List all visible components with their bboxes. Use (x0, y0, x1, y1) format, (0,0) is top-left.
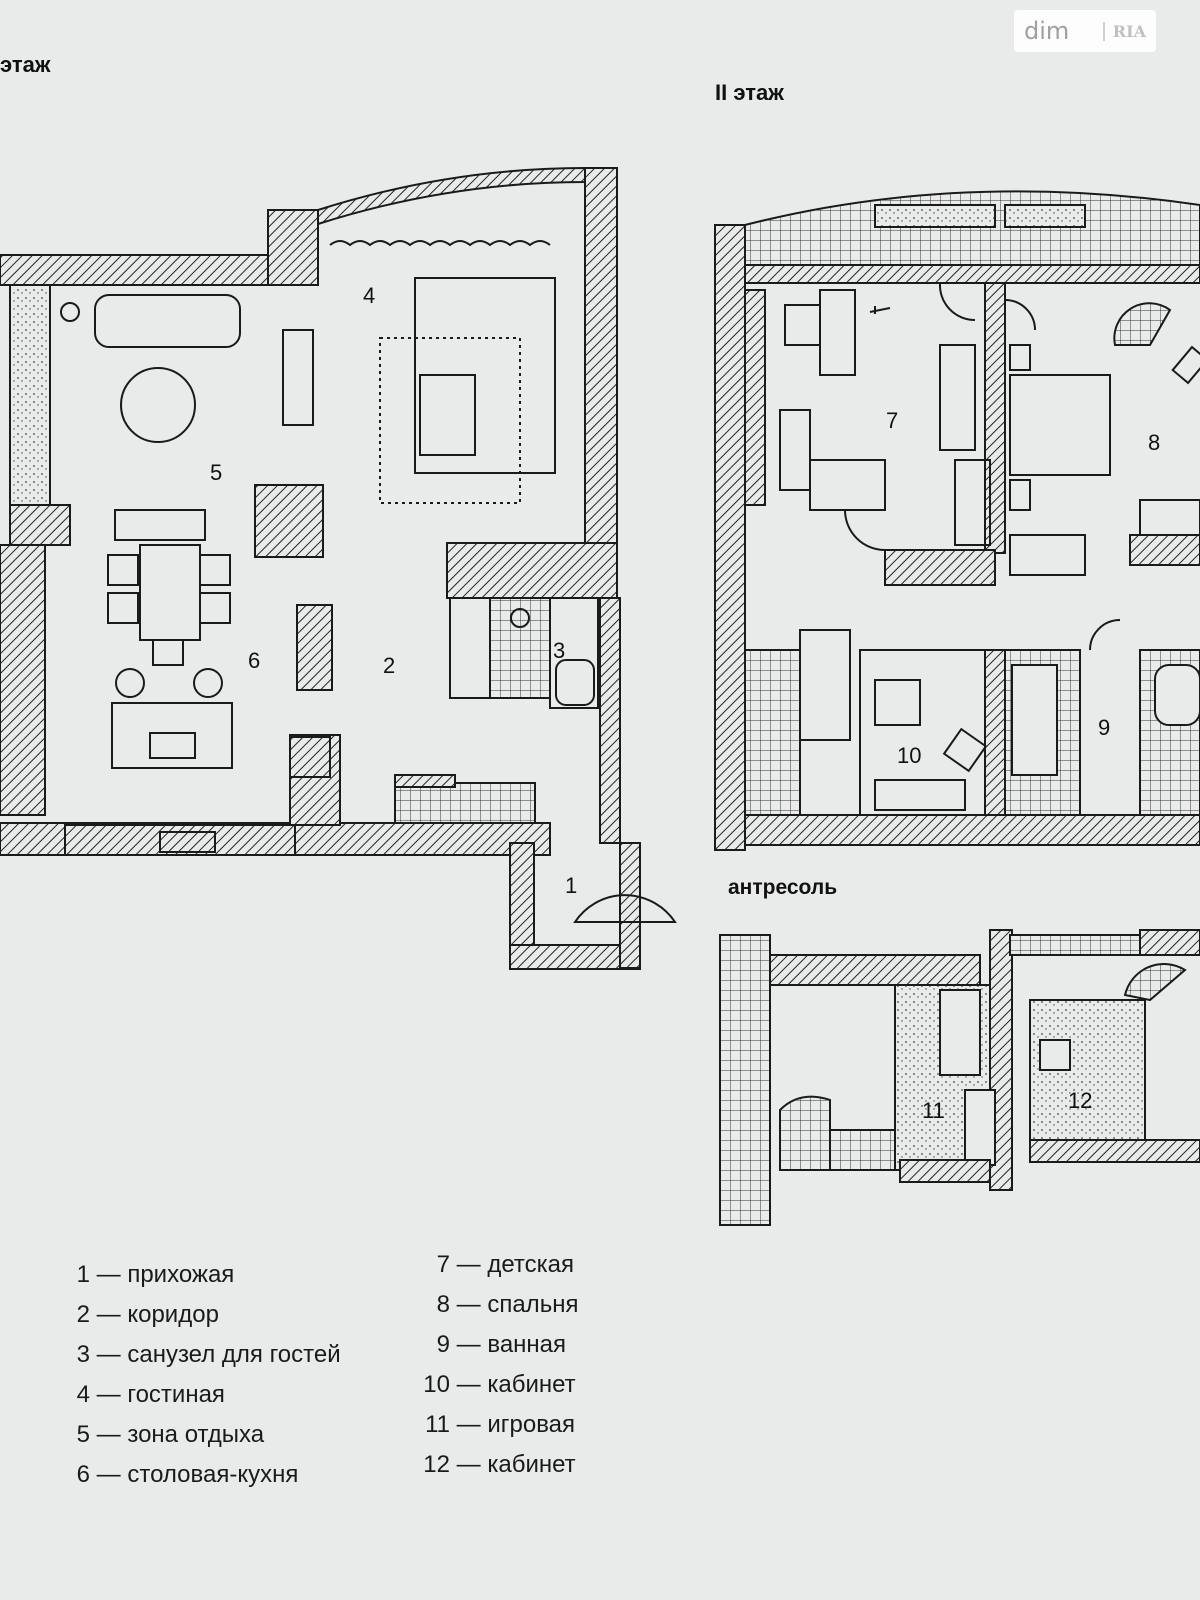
sofa (414, 277, 556, 474)
room-number: 11 (922, 1098, 945, 1123)
kitchen-counter (64, 824, 296, 856)
wall (744, 814, 1200, 846)
wall (984, 649, 1006, 816)
legend-right: 7 — детская 8 — спальня 9 — ванная 10 — … (420, 1245, 578, 1485)
wall (584, 167, 618, 544)
wall (619, 842, 641, 969)
room-numbers: 1 2 3 4 5 6 7 8 9 10 11 12 (210, 283, 1160, 1123)
room-number: 2 (383, 653, 395, 678)
wall (509, 944, 641, 970)
stairs-floor1 (394, 774, 536, 824)
wall (296, 604, 333, 691)
floor1-plan (0, 166, 677, 970)
wc-tiles (489, 597, 551, 699)
legend-item: 8 — спальня (436, 1291, 579, 1318)
wall (899, 1159, 991, 1183)
wall (446, 542, 618, 599)
room-number: 7 (886, 408, 898, 433)
coffee-table (419, 374, 476, 456)
watermark-brand: dim (1024, 17, 1070, 45)
legend-item: 11 — игровая (425, 1411, 576, 1438)
legend-item: 9 — ванная (436, 1331, 567, 1358)
curved-facade (317, 166, 586, 226)
wall (984, 282, 1006, 554)
mezzanine-title: антресоль (728, 876, 838, 899)
room-number: 12 (1068, 1088, 1092, 1113)
wall (0, 254, 276, 286)
wall (9, 504, 71, 546)
watermark-partner: RIA (1102, 21, 1146, 41)
stairs-floor2 (744, 649, 801, 816)
console (282, 329, 314, 426)
watermark-logo: dim RIA (1014, 10, 1156, 52)
bed (1009, 374, 1111, 476)
legend-item: 12 — кабинет (423, 1451, 576, 1478)
room-number: 1 (565, 873, 577, 898)
wall (599, 597, 621, 844)
wall (744, 264, 1200, 284)
bathtub (1011, 664, 1058, 776)
wall (714, 224, 746, 851)
legend-item: 7 — детская (436, 1251, 574, 1278)
round-table (120, 367, 196, 443)
entrance-door (573, 894, 677, 923)
wall (0, 822, 551, 856)
spiral-stair (1123, 963, 1187, 1002)
wall (884, 549, 996, 586)
room-number: 10 (897, 743, 921, 768)
stairs-mezzanine (719, 934, 771, 1226)
legend-item: 1 — прихожая (76, 1261, 235, 1288)
wall (769, 954, 981, 986)
wall (9, 284, 51, 521)
room-number: 8 (1148, 430, 1160, 455)
legend-item: 10 — кабинет (423, 1371, 576, 1398)
spiral-stair (1113, 302, 1172, 346)
wall (0, 544, 46, 816)
room-number: 6 (248, 648, 260, 673)
floor1-title: этаж (0, 52, 51, 77)
curtain (329, 240, 551, 247)
room-number: 4 (363, 283, 375, 308)
legend-item: 6 — столовая-кухня (76, 1461, 299, 1488)
legend-item: 2 — коридор (76, 1301, 219, 1328)
dining-table (139, 544, 201, 641)
wall (254, 484, 324, 558)
room-number: 9 (1098, 715, 1110, 740)
room-number: 3 (553, 638, 565, 663)
wall (1139, 929, 1200, 956)
wall (1029, 1139, 1200, 1163)
legend-left: 1 — прихожая 2 — коридор 3 — санузел для… (68, 1255, 341, 1495)
floor2-title: II этаж (715, 80, 784, 105)
legend-item: 4 — гостиная (76, 1381, 225, 1408)
mezzanine-plan (719, 929, 1200, 1226)
wall (744, 289, 766, 506)
room-number: 5 (210, 460, 222, 485)
curved-facade (744, 190, 1200, 266)
bathtub-sofa (94, 294, 241, 348)
kitchen-island (111, 702, 233, 769)
floor2-plan (714, 190, 1200, 851)
wall (1129, 534, 1200, 566)
legend-item: 5 — зона отдыха (76, 1421, 265, 1448)
wall (267, 209, 319, 286)
rug (379, 337, 521, 504)
legend-item: 3 — санузел для гостей (76, 1341, 341, 1368)
wall (289, 734, 341, 826)
